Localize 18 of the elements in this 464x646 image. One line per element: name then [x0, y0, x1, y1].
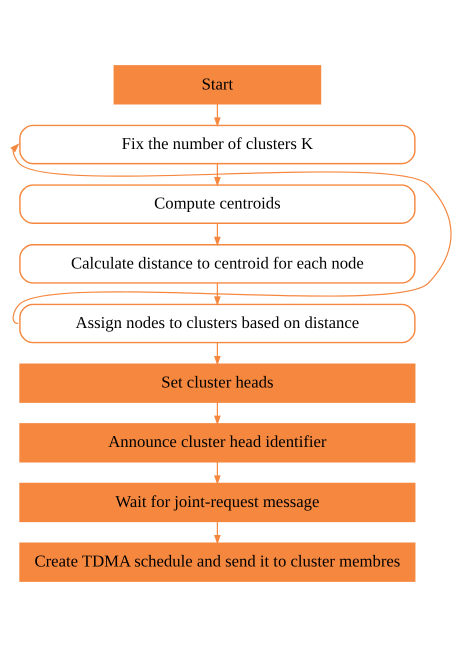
- node-box: Create TDMA schedule and send it to cluster membres: [19, 542, 416, 582]
- arrow: [10, 142, 452, 324]
- arrow: [214, 282, 221, 306]
- node-box: Calculate distance to centroid for each node: [19, 244, 416, 284]
- arrow: [214, 402, 221, 425]
- node-box: Fix the number of clusters K: [19, 124, 416, 164]
- arrow: [214, 163, 221, 186]
- node-box: Start: [114, 64, 322, 104]
- node-box: Wait for joint-request message: [19, 482, 416, 522]
- node-box: Announce cluster head identifier: [19, 422, 416, 462]
- arrow: [214, 462, 221, 484]
- arrow: [214, 223, 221, 246]
- arrow: [214, 342, 221, 366]
- node-box: Compute centroids: [19, 184, 416, 224]
- node-box: Assign nodes to clusters based on distance: [19, 303, 416, 343]
- node-box: Set cluster heads: [19, 362, 416, 402]
- arrow: [214, 104, 221, 126]
- arrow: [214, 521, 221, 544]
